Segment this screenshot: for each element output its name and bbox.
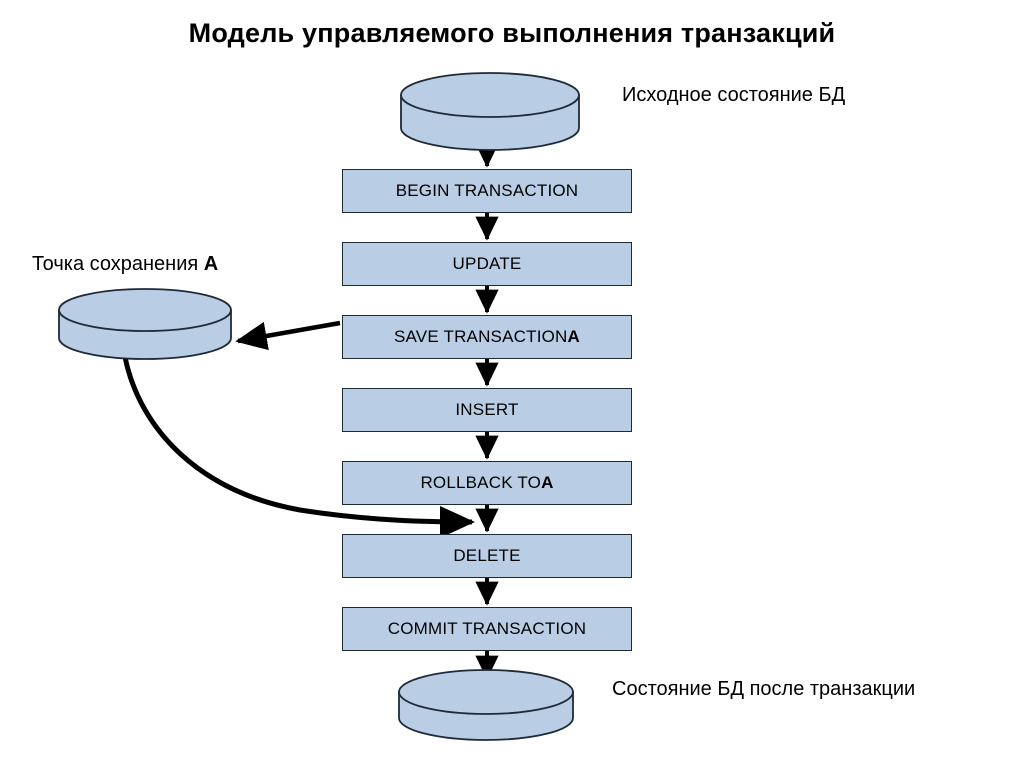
step-box-save[interactable]: SAVE TRANSACTION A xyxy=(342,315,632,359)
step-label-commit: COMMIT TRANSACTION xyxy=(387,619,587,638)
step-label-save: SAVE TRANSACTION xyxy=(393,327,568,346)
step-mark-save: A xyxy=(567,327,581,346)
db-savepoint-cylinder xyxy=(58,288,232,360)
caption-db-final: Состояние БД после транзакции xyxy=(612,678,916,700)
connector-savepoint-to-delete xyxy=(122,356,475,538)
caption-db-savepoint: Точка сохранения A xyxy=(32,253,218,276)
page-title: Модель управляемого выполнения транзакци… xyxy=(188,18,836,48)
step-box-insert[interactable]: INSERT xyxy=(342,388,632,432)
caption-db-initial: Исходное состояние БД xyxy=(622,84,846,106)
step-label-insert: INSERT xyxy=(455,400,519,419)
step-box-delete[interactable]: DELETE xyxy=(342,534,632,578)
step-label-begin: BEGIN TRANSACTION xyxy=(395,181,579,200)
step-mark-rollback: A xyxy=(541,473,554,492)
caption-db-savepoint-mark: A xyxy=(203,253,219,275)
caption-db-savepoint-text: Точка сохранения xyxy=(32,253,204,275)
db-initial-cylinder xyxy=(400,72,580,151)
db-final-cylinder xyxy=(398,669,574,741)
step-label-delete: DELETE xyxy=(453,546,521,565)
step-box-rollback[interactable]: ROLLBACK TO A xyxy=(342,461,632,505)
step-label-rollback: ROLLBACK TO xyxy=(420,473,542,492)
step-box-begin[interactable]: BEGIN TRANSACTION xyxy=(342,169,632,213)
step-box-update[interactable]: UPDATE xyxy=(342,242,632,286)
step-box-commit[interactable]: COMMIT TRANSACTION xyxy=(342,607,632,651)
step-label-update: UPDATE xyxy=(452,254,522,273)
connector-save-to-savepoint xyxy=(235,320,341,351)
